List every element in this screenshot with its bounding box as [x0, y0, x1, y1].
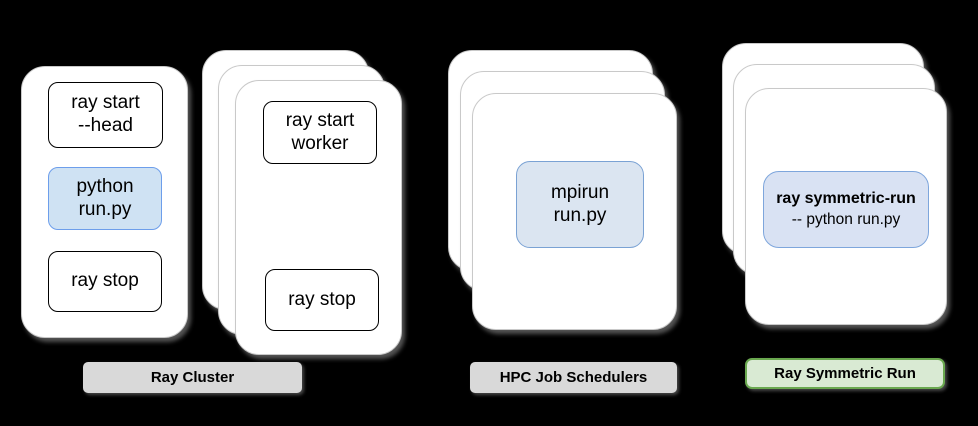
mpirun-line1: mpirun [550, 181, 610, 203]
ray-stop-worker-box: ray stop [265, 269, 379, 331]
label-ray-cluster-text: Ray Cluster [150, 369, 235, 386]
ray-start-head-line2: --head [78, 115, 133, 136]
ray-stop-head-line1: ray stop [71, 270, 139, 292]
label-ray-symmetric-run-text: Ray Symmetric Run [774, 365, 916, 382]
mpirun-line2: run.py [553, 204, 607, 226]
ray-start-worker-line1: ray start [285, 109, 355, 131]
ray-start-worker-line2: worker [291, 132, 349, 154]
symmetric-stack-card-front: ray symmetric-run -- python run.py [745, 88, 947, 325]
ray-start-head-box: ray start --head [48, 82, 163, 148]
ray-start-worker-box: ray start worker [263, 101, 377, 164]
label-ray-symmetric-run: Ray Symmetric Run [745, 358, 945, 389]
python-run-box: python run.py [48, 167, 162, 230]
ray-start-head-line1: ray start [71, 92, 140, 114]
ray-symmetric-run-line2: -- python run.py [791, 210, 901, 228]
hpc-stack-card-front: mpirun run.py [472, 93, 677, 330]
python-run-line1: python [76, 175, 134, 197]
label-hpc-job-schedulers: HPC Job Schedulers [470, 362, 677, 393]
ray-stop-worker-line1: ray stop [288, 288, 356, 310]
ray-symmetric-run-box: ray symmetric-run -- python run.py [763, 171, 929, 248]
ray-stop-head-box: ray stop [48, 251, 162, 312]
mpirun-run-box: mpirun run.py [516, 161, 644, 248]
label-hpc-job-schedulers-text: HPC Job Schedulers [499, 369, 648, 386]
worker-stack-card-front: ray start worker ray stop [235, 80, 402, 355]
python-run-line2: run.py [78, 198, 132, 220]
label-ray-cluster: Ray Cluster [83, 362, 302, 393]
ray-symmetric-run-line1: ray symmetric-run [776, 190, 916, 208]
ray-head-node-card: ray start --head python run.py ray stop [21, 66, 188, 338]
